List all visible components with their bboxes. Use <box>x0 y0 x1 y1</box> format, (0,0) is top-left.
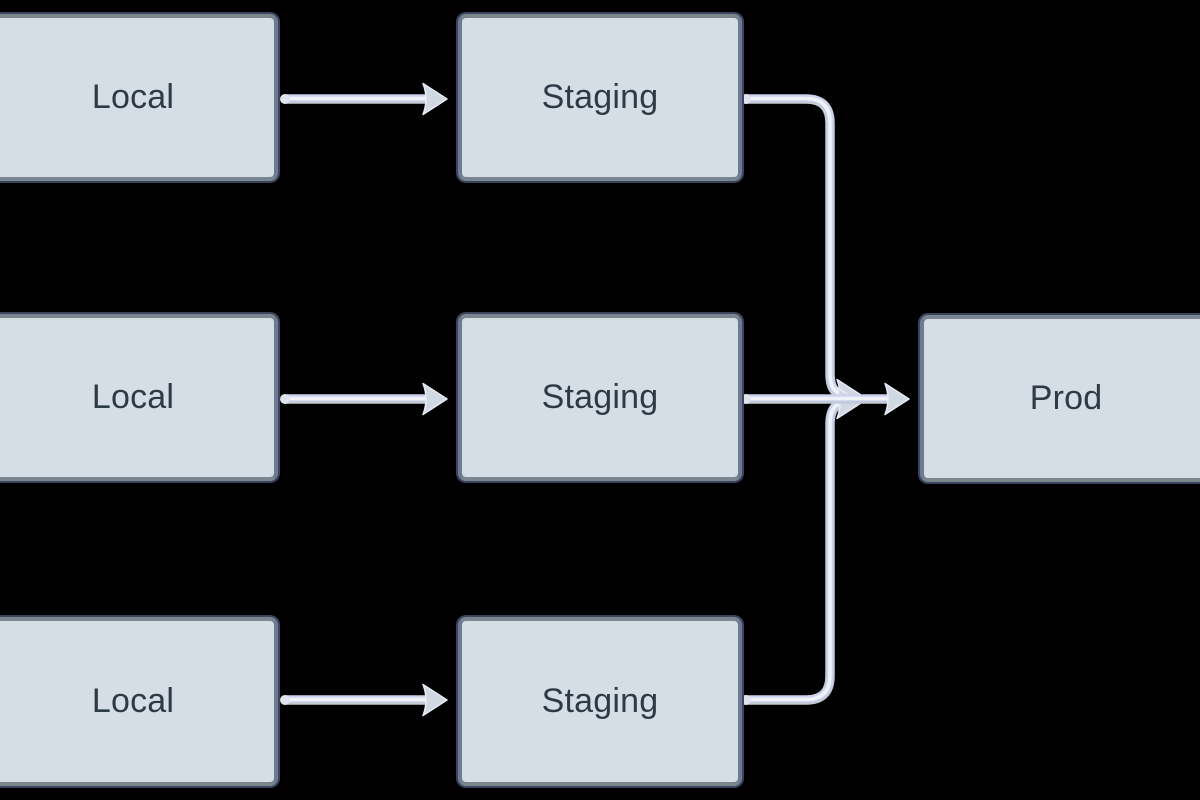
edge-start-dot <box>280 394 290 404</box>
arrowhead-icon <box>422 683 448 717</box>
node-staging-3: Staging <box>458 617 742 786</box>
edge-start-dot <box>741 394 751 404</box>
node-label: Local <box>91 682 175 720</box>
node-staging-1: Staging <box>458 14 742 181</box>
edge-staging-1-to-prod <box>740 94 862 412</box>
node-local-3: Local <box>0 617 278 786</box>
arrowhead-icon <box>422 82 448 116</box>
node-label: Local <box>91 378 175 416</box>
edge-local-2-to-staging-2 <box>280 382 448 416</box>
node-staging-2: Staging <box>458 314 742 481</box>
node-local-2: Local <box>0 314 278 481</box>
arrowhead-icon <box>884 382 910 416</box>
node-label: Staging <box>541 682 659 720</box>
edge-start-dot <box>280 94 290 104</box>
edge-local-3-to-staging-3 <box>280 683 448 717</box>
node-label: Staging <box>541 78 659 116</box>
edge-local-1-to-staging-1 <box>280 82 448 116</box>
node-local-1: Local <box>0 14 278 181</box>
node-prod: Prod <box>920 315 1200 482</box>
node-label: Prod <box>1029 379 1103 417</box>
edge-staging-2-to-prod <box>740 382 910 416</box>
arrowhead-icon <box>422 382 448 416</box>
edge-start-dot <box>741 94 751 104</box>
node-label: Local <box>91 78 175 116</box>
edge-staging-3-to-prod <box>740 386 862 705</box>
edge-start-dot <box>280 695 290 705</box>
edge-start-dot <box>741 695 751 705</box>
node-label: Staging <box>541 378 659 416</box>
